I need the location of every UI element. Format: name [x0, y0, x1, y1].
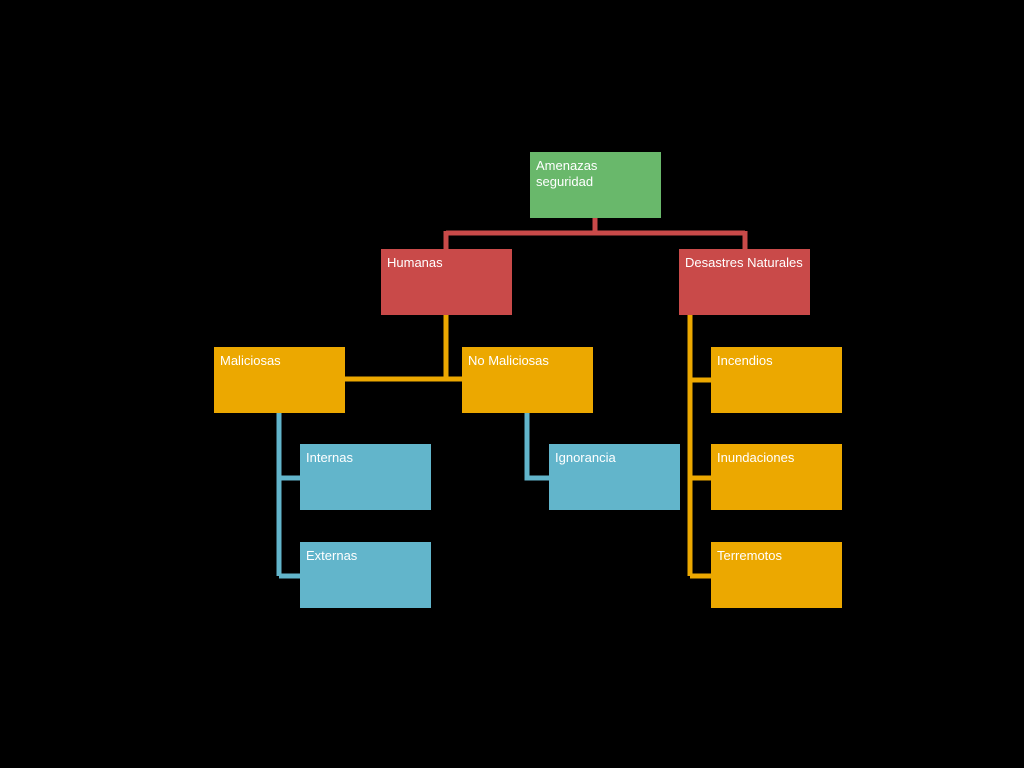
node-label: Externas — [306, 548, 358, 563]
node-ignorancia: Ignorancia — [549, 444, 680, 510]
node-label: No Maliciosas — [468, 353, 549, 368]
node-label: Desastres Naturales — [685, 255, 803, 270]
node-label: Ignorancia — [555, 450, 616, 465]
node-externas: Externas — [300, 542, 431, 608]
node-label: Incendios — [717, 353, 773, 368]
node-label: Amenazas seguridad — [536, 158, 598, 189]
connector-desastres-to-children — [687, 314, 712, 579]
node-label: Internas — [306, 450, 353, 465]
node-maliciosas: Maliciosas — [214, 347, 345, 413]
node-terremotos: Terremotos — [711, 542, 842, 608]
node-label: Inundaciones — [717, 450, 795, 465]
node-amenazas-seguridad: Amenazas seguridad — [530, 152, 661, 218]
connector-root-to-level1 — [443, 217, 748, 250]
connector-no-maliciosas-to-ignorancia — [524, 411, 550, 481]
node-internas: Internas — [300, 444, 431, 510]
node-no-maliciosas: No Maliciosas — [462, 347, 593, 413]
node-humanas: Humanas — [381, 249, 512, 315]
node-desastres-naturales: Desastres Naturales — [679, 249, 810, 315]
node-label: Maliciosas — [220, 353, 281, 368]
node-label: Terremotos — [717, 548, 783, 563]
connector-maliciosas-to-children — [276, 411, 301, 579]
node-incendios: Incendios — [711, 347, 842, 413]
node-inundaciones: Inundaciones — [711, 444, 842, 510]
connector-humanas-to-children — [344, 314, 463, 382]
node-label: Humanas — [387, 255, 443, 270]
